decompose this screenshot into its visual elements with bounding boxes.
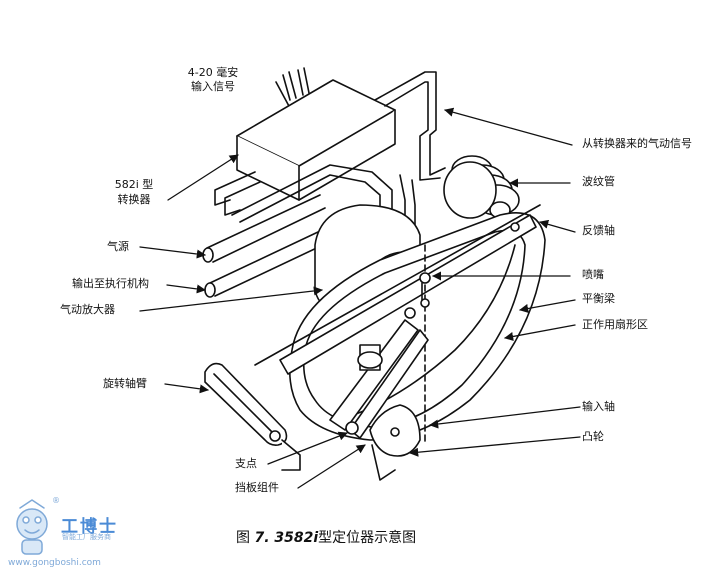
converter-box: [236, 79, 396, 201]
leader-cam: [409, 436, 581, 457]
label-bellows: 波纹管: [582, 175, 615, 188]
label-signal-bottom: 输入信号: [191, 80, 235, 93]
signal-wires: [275, 67, 310, 109]
balance-beam: [254, 204, 541, 375]
label-flapper: 挡板组件: [235, 481, 279, 494]
label-output-actuator: 输出至执行机构: [72, 277, 149, 290]
watermark-url: www.gongboshi.com: [8, 558, 101, 568]
label-rotary-arm: 旋转轴臂: [103, 377, 147, 390]
caption-figure-no: 7. 3582i: [254, 530, 319, 546]
leader-feedback: [539, 219, 576, 233]
label-cam: 凸轮: [582, 430, 604, 443]
leader-flapper: [297, 444, 366, 489]
signal-tubing: [214, 71, 446, 241]
leader-signal: [444, 107, 573, 146]
leader-beam: [519, 299, 576, 314]
leader-output: [166, 284, 206, 294]
leader-pivot: [267, 431, 348, 465]
label-pivot: 支点: [235, 457, 257, 470]
caption-prefix: 图: [236, 530, 250, 546]
watermark-name: 工博士: [61, 517, 118, 537]
watermark-registered: ®: [52, 496, 60, 505]
bellows: [443, 155, 520, 219]
label-pneumatic-amp: 气动放大器: [60, 303, 115, 316]
label-input-shaft: 输入轴: [582, 400, 615, 413]
leader-amplifier: [139, 286, 323, 312]
leader-input-shaft: [429, 406, 581, 429]
label-signal-top: 4-20 毫安: [187, 66, 239, 79]
label-feedback-shaft: 反馈轴: [582, 224, 615, 237]
leader-sector: [504, 324, 576, 341]
leader-lines: [139, 107, 581, 489]
leader-rotary-arm: [164, 383, 209, 394]
leader-converter: [167, 154, 239, 201]
label-converter-top: 582i 型: [114, 178, 154, 191]
leader-air-supply: [139, 246, 206, 259]
rotary-arm: [204, 362, 301, 471]
flapper-assembly: [329, 307, 429, 439]
figure-caption: 图 7. 3582i型定位器示意图: [236, 527, 416, 547]
cam: [369, 404, 421, 481]
label-air-supply: 气源: [107, 240, 129, 253]
label-sector: 正作用扇形区: [582, 318, 648, 331]
label-nozzle: 喷嘴: [582, 268, 604, 281]
caption-suffix: 型定位器示意图: [318, 530, 417, 546]
watermark-logo: [16, 499, 48, 555]
watermark-sub: 智能工厂服务商: [62, 533, 111, 541]
label-balance-beam: 平衡梁: [582, 292, 615, 305]
label-converter-bottom: 转换器: [117, 193, 151, 206]
label-signal-from-converter: 从转换器来的气动信号: [582, 137, 692, 150]
